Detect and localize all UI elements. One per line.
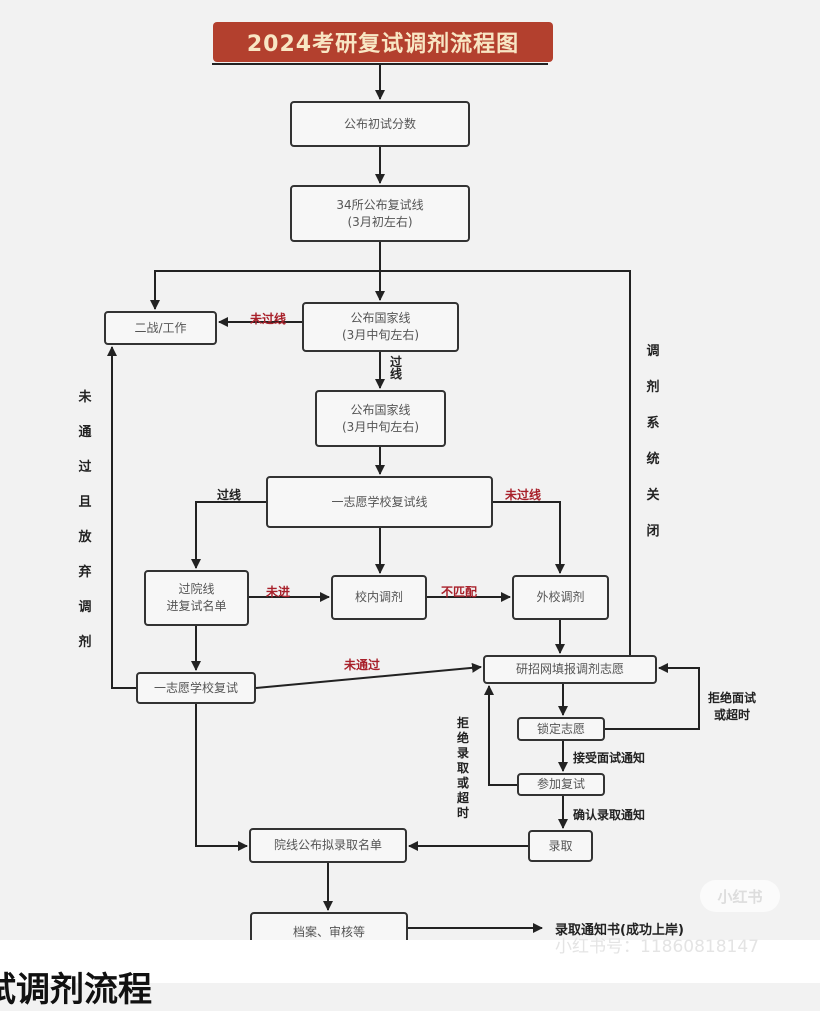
node-text: 进复试名单 (166, 599, 227, 613)
node-text: 校内调剂 (354, 590, 403, 604)
node-text: 外校调剂 (536, 590, 585, 604)
label-pass-left: 过线 (217, 488, 242, 502)
node-text: 录取 (548, 838, 573, 853)
node-text: 公布国家线 (350, 402, 411, 417)
node-national-line-2: 公布国家线 (3月中旬左右) (315, 390, 446, 447)
label-text: 拒绝录取或超时 (456, 716, 469, 820)
label-not-passed: 未通过 (344, 658, 381, 672)
node-text: 研招网填报调剂志愿 (515, 662, 624, 676)
node-text: 参加复试 (536, 777, 585, 791)
node-text: (3月中旬左右) (342, 328, 419, 342)
watermark-id: 小红书号：11860818147 (555, 937, 759, 957)
label-pass-line: 过线 (389, 355, 402, 381)
watermark-badge: 小红书 (700, 880, 780, 912)
label-not-pass-right: 未过线 (505, 488, 542, 502)
node-text: 过院线 (178, 582, 215, 596)
bottom-panel (0, 940, 820, 983)
node-text: 34所公布复试线 (336, 197, 424, 212)
node-text: (3月初左右) (347, 214, 413, 229)
label-reject-interview: 拒绝面试或超时 (707, 691, 756, 722)
node-text: 一志愿学校复试线 (331, 494, 428, 509)
node-text: 档案、审核等 (292, 924, 365, 939)
node-external-adjust: 外校调剂 (512, 575, 609, 620)
label-confirm-admit: 确认录取通知 (573, 808, 646, 822)
label-mismatch: 不匹配 (441, 585, 478, 599)
node-retake-or-work: 二战/工作 (104, 311, 217, 345)
label-not-pass-line: 未过线 (250, 312, 287, 326)
node-national-line-1: 公布国家线 (3月中旬左右) (302, 302, 459, 352)
node-admit: 录取 (528, 830, 593, 862)
node-internal-adjust: 校内调剂 (331, 575, 427, 620)
node-first-choice-line: 一志愿学校复试线 (266, 476, 493, 528)
node-text: 院线公布拟录取名单 (273, 838, 382, 852)
label-final-notice: 录取通知书(成功上岸) (555, 923, 684, 938)
label-text: 未通过且放弃调剂 (78, 390, 92, 650)
node-text: 公布国家线 (350, 311, 411, 325)
node-cgs-apply: 研招网填报调剂志愿 (483, 655, 657, 684)
node-publish-scores: 公布初试分数 (290, 101, 470, 147)
node-text: 二战/工作 (134, 320, 187, 335)
node-pass-shortlist: 过院线进复试名单 (144, 570, 249, 626)
label-give-up: 未通过且放弃调剂 (77, 380, 93, 660)
label-accept-interview: 接受面试通知 (573, 751, 646, 765)
label-reject-admit: 拒绝录取或超时 (455, 716, 471, 821)
node-attend-interview: 参加复试 (517, 773, 605, 796)
node-text: 一志愿学校复试 (153, 680, 238, 695)
node-publish-list: 院线公布拟录取名单 (249, 828, 407, 863)
diagram-title: 2024考研复试调剂流程图 (213, 22, 553, 62)
label-text: 调剂系统关闭 (646, 344, 660, 539)
bottom-heading: 试调剂流程 (0, 970, 152, 1010)
node-text: 公布初试分数 (343, 116, 416, 131)
label-not-in: 未进 (266, 585, 291, 599)
node-text: 锁定志愿 (536, 721, 585, 736)
node-first-choice-interview: 一志愿学校复试 (136, 672, 256, 704)
node-lock-choice: 锁定志愿 (517, 717, 605, 741)
node-text: (3月中旬左右) (342, 419, 419, 434)
node-34-schools-line: 34所公布复试线 (3月初左右) (290, 185, 470, 242)
label-system-closed: 调剂系统关闭 (645, 334, 661, 550)
flow-connectors (107, 63, 700, 933)
